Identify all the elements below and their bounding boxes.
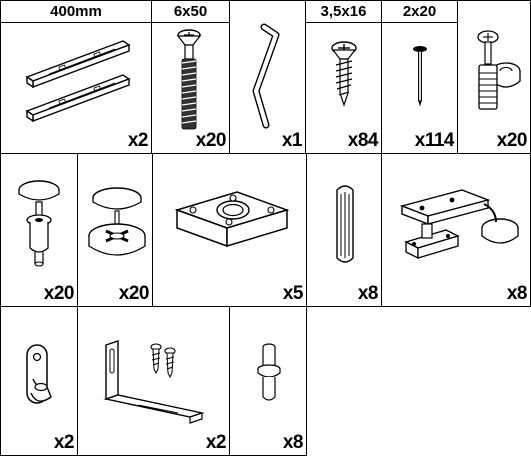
quantity-label: x114 <box>414 130 455 151</box>
cell-hex-key: x1 <box>229 0 306 154</box>
cell-rail-bracket: x2 <box>0 306 78 456</box>
size-label: 400mm <box>1 1 151 23</box>
nail-icon <box>413 46 427 107</box>
wooden-dowel-icon <box>336 185 354 263</box>
cell-hinge: x8 <box>381 153 531 307</box>
size-label: 3,5x16 <box>306 1 381 23</box>
size-label: 6x50 <box>152 1 229 23</box>
quantity-label: x1 <box>281 130 303 151</box>
quantity-label: x5 <box>282 283 304 304</box>
cell-cam-bolt-set: x20 <box>457 0 531 154</box>
cell-shelf-pin: x8 <box>229 306 307 456</box>
size-label: 2x20 <box>382 1 457 23</box>
quantity-label: x84 <box>347 130 379 151</box>
cell-wood-screw: 3,5x16 x84 <box>305 0 382 154</box>
quantity-label: x2 <box>205 432 227 453</box>
screw-pair-icon <box>150 343 176 379</box>
cabinet-hinge-icon <box>399 189 519 260</box>
confirmat-screw-icon <box>176 29 202 130</box>
cell-nail: 2x20 x114 <box>381 0 458 154</box>
cam-bolt-set-icon <box>477 30 521 110</box>
quantity-label: x20 <box>195 130 227 151</box>
quantity-label: x8 <box>282 432 304 453</box>
hex-key-icon <box>252 23 280 129</box>
quantity-label: x20 <box>496 130 528 151</box>
quantity-label: x20 <box>118 283 150 304</box>
cell-drawer-slides: 400mm x2 <box>0 0 152 154</box>
drawer-slide-icon <box>25 40 131 123</box>
block-connector-icon <box>174 191 290 248</box>
wood-screw-icon <box>331 41 357 107</box>
quantity-label: x20 <box>43 283 75 304</box>
cell-cam-lock: x20 <box>77 153 153 307</box>
cell-cam-dowel: x20 <box>0 153 78 307</box>
quantity-label: x2 <box>53 432 75 453</box>
quantity-label: x2 <box>127 130 149 151</box>
quantity-label: x8 <box>357 283 379 304</box>
cell-confirmat-screw: 6x50 x20 <box>151 0 230 154</box>
rail-bracket-icon <box>26 344 52 404</box>
angle-bracket-icon <box>103 340 205 424</box>
cam-lock-icon <box>88 187 146 256</box>
quantity-label: x8 <box>506 283 528 304</box>
cell-angle-bracket: x2 <box>77 306 230 456</box>
cell-block-connector: x5 <box>152 153 307 307</box>
cam-dowel-icon <box>18 180 60 267</box>
cell-wooden-dowel: x8 <box>306 153 382 307</box>
shelf-pin-icon <box>257 343 281 401</box>
